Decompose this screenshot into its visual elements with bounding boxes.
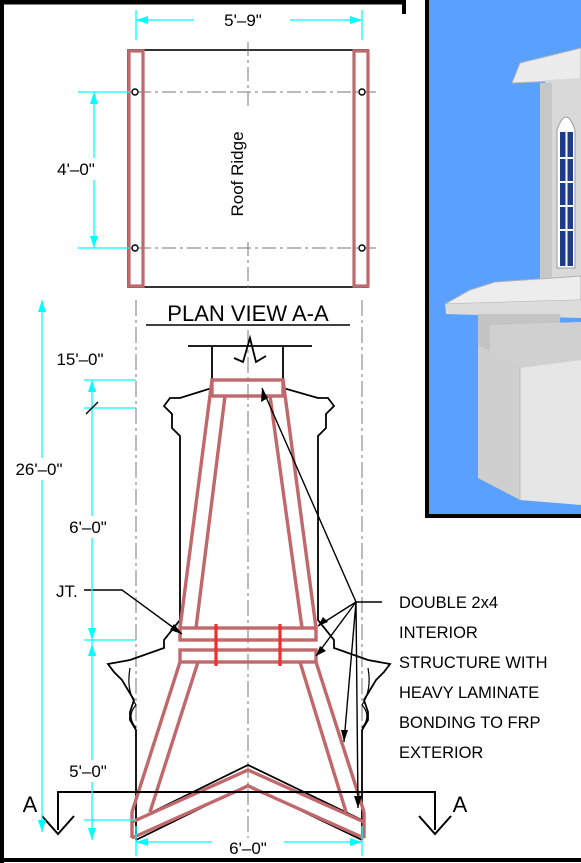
note-leaders bbox=[261, 387, 382, 809]
note-line-4: HEAVY LAMINATE bbox=[399, 684, 539, 702]
middle-section-dimension: 6'–0" bbox=[69, 518, 107, 537]
note-line-2: INTERIOR bbox=[399, 624, 478, 642]
section-mark-left: A bbox=[23, 792, 38, 817]
roof-ridge-label: Roof Ridge bbox=[228, 131, 247, 216]
plan-depth-dimension: 4'–0" bbox=[57, 160, 95, 179]
plan-view bbox=[112, 42, 380, 292]
bottom-section-dimension: 5'–0" bbox=[69, 762, 107, 781]
render-panel bbox=[425, 0, 581, 518]
note-line-1: DOUBLE 2x4 bbox=[399, 594, 498, 612]
joint-connectors bbox=[214, 624, 282, 666]
note-line-6: EXTERIOR bbox=[399, 744, 483, 762]
plan-dimensions bbox=[78, 10, 363, 249]
plan-view-title: PLAN VIEW A-A bbox=[167, 301, 329, 326]
top-section-dimension: 15'–0" bbox=[56, 350, 103, 369]
section-cut-line bbox=[41, 791, 452, 836]
note-line-3: STRUCTURE WITH bbox=[399, 654, 547, 672]
joint-label: JT. bbox=[56, 582, 78, 601]
interior-framing bbox=[130, 378, 366, 840]
plan-width-dimension: 5'–9" bbox=[224, 11, 262, 30]
base-width-dimension: 6'–0" bbox=[229, 839, 267, 858]
joint-leader bbox=[84, 589, 183, 635]
overall-height-dimension: 26'–0" bbox=[15, 460, 62, 479]
framing-note: DOUBLE 2x4 INTERIOR STRUCTURE WITH HEAVY… bbox=[399, 594, 547, 762]
note-line-5: BONDING TO FRP bbox=[399, 714, 541, 732]
section-mark-right: A bbox=[453, 792, 468, 817]
